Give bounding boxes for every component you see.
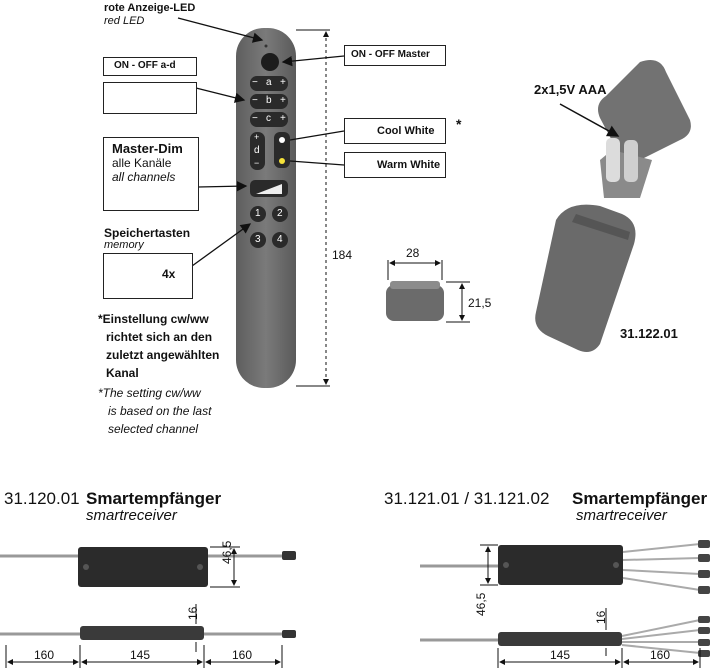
smart-receiver-2 — [420, 540, 710, 668]
on-off-ad-label: ON - OFF a-d — [114, 60, 176, 71]
small-receiver-width: 28 — [406, 246, 420, 260]
smart1-part: 31.120.01 — [4, 489, 80, 508]
on-off-master-box: ON - OFF Master — [344, 45, 446, 66]
master-dim-de: alle Kanäle — [112, 156, 172, 170]
smart1-left-length: 160 — [34, 648, 55, 662]
memory-button-4[interactable]: 4 — [277, 234, 283, 245]
note-en-line-3: selected channel — [108, 422, 199, 436]
small-receiver-height: 21,5 — [468, 296, 492, 310]
button-a-minus[interactable]: − — [252, 77, 258, 88]
red-led-dot — [264, 44, 268, 48]
smart1-subtitle: smartreceiver — [86, 507, 177, 524]
note-en-line-2: is based on the last — [108, 404, 212, 418]
smart1-thickness: 16 — [186, 606, 200, 620]
battery-label: 2x1,5V AAA — [534, 82, 607, 97]
battery-compartment — [535, 59, 691, 352]
memory-box: 4x — [103, 253, 193, 299]
memory-en: memory — [104, 239, 144, 251]
master-power-button — [261, 53, 279, 71]
memory-button-3[interactable]: 3 — [255, 234, 261, 245]
memory-button-2[interactable]: 2 — [277, 208, 283, 219]
smart2-thickness: 16 — [594, 610, 608, 624]
note-en-line-1: *The setting cw/ww — [98, 386, 201, 400]
warm-white-label: Warm White — [377, 159, 441, 171]
remote-height-value: 184 — [332, 248, 353, 262]
smart1-mid-length: 145 — [130, 648, 151, 662]
note-de-line-1: *Einstellung cw/ww — [98, 312, 209, 326]
memory-button-1[interactable]: 1 — [255, 208, 261, 219]
note-de: *Einstellung cw/ww richtet sich an den z… — [98, 310, 219, 382]
smart2-mid-length: 145 — [550, 648, 571, 662]
cw-ww-asterisk: * — [456, 116, 462, 132]
memory-title: Speichertasten — [104, 226, 191, 240]
warm-white-box: Warm White — [344, 152, 446, 178]
button-b-plus[interactable]: + — [280, 95, 286, 106]
cool-white-label: Cool White — [377, 125, 435, 137]
smart2-part: 31.121.01 / 31.121.02 — [384, 489, 550, 508]
memory-count: 4x — [162, 267, 176, 281]
smart2-height: 46,5 — [474, 592, 488, 616]
button-a-plus[interactable]: + — [280, 77, 286, 88]
smart2-right-length: 160 — [650, 648, 671, 662]
smart2-title: Smartempfänger — [572, 489, 708, 508]
button-c-minus[interactable]: − — [252, 113, 258, 124]
button-d-plus[interactable]: + — [254, 132, 260, 142]
button-b-minus[interactable]: − — [252, 95, 258, 106]
master-dim-title: Master-Dim — [112, 141, 183, 156]
button-d-minus[interactable]: − — [254, 158, 260, 168]
smart1-right-length: 160 — [232, 648, 253, 662]
cool-white-box: Cool White — [344, 118, 446, 144]
led-label: rote Anzeige-LED — [104, 2, 196, 14]
led-label-en: red LED — [104, 15, 145, 27]
remote-height-dimension — [296, 29, 330, 387]
smart1-height: 46,5 — [220, 540, 234, 564]
smart-receiver-1 — [0, 546, 296, 668]
note-de-line-3: zuletzt angewählten — [106, 348, 220, 362]
leader-arrows — [177, 17, 345, 267]
button-c-label: c — [266, 113, 271, 124]
smart2-subtitle: smartreceiver — [576, 507, 667, 524]
button-b-label: b — [266, 95, 272, 106]
small-receiver — [386, 260, 470, 323]
on-off-ad-box: ON - OFF a-d — [103, 57, 197, 76]
remote-control — [236, 28, 296, 388]
button-c-plus[interactable]: + — [280, 113, 286, 124]
battery-part-number: 31.122.01 — [620, 326, 678, 341]
master-dim-box: Master-Dim alle Kanäle all channels — [103, 137, 199, 211]
button-d-label: d — [254, 145, 260, 156]
on-off-master-label: ON - OFF Master — [351, 49, 430, 60]
button-a-label: a — [266, 77, 272, 88]
smart1-title: Smartempfänger — [86, 489, 222, 508]
master-dim-en: all channels — [112, 170, 176, 184]
note-en: *The setting cw/ww is based on the last … — [98, 384, 211, 438]
dim-ad-box — [103, 82, 197, 114]
note-de-line-2: richtet sich an den — [106, 330, 213, 344]
note-de-line-4: Kanal — [106, 366, 139, 380]
